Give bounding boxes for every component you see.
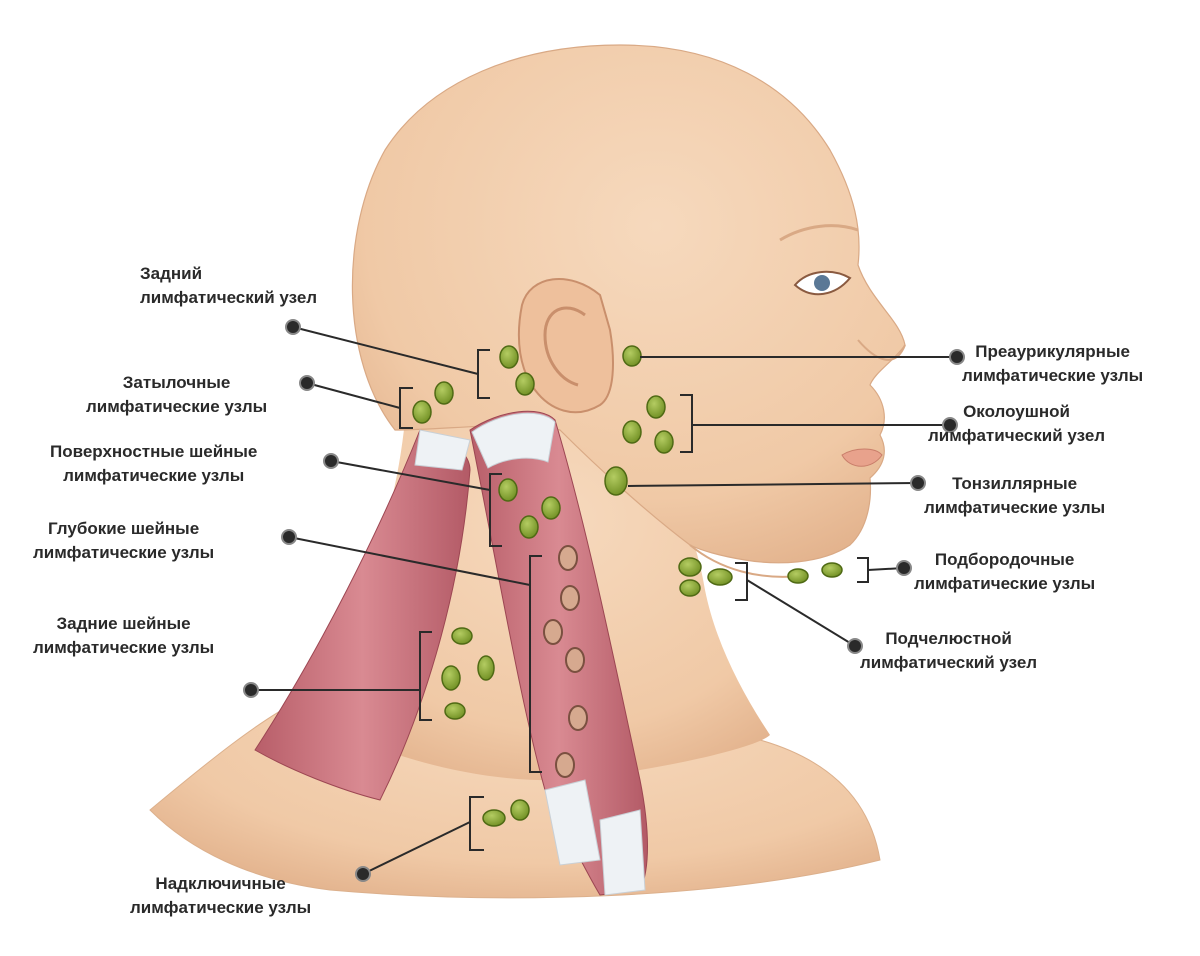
- trapezius-muscle: [254, 429, 471, 801]
- label-supraclavicular: Надключичные лимфатические узлы: [130, 872, 311, 920]
- label-deep-cervical-line2: лимфатические узлы: [33, 543, 215, 562]
- label-superficial-cervical-line2: лимфатические узлы: [63, 466, 245, 485]
- label-occipital-line2: лимфатические узлы: [86, 397, 268, 416]
- label-preauricular-line1: Преаурикулярные: [975, 342, 1130, 361]
- label-supraclavicular-line1: Надключичные: [155, 874, 286, 893]
- ear: [517, 278, 614, 414]
- label-preauricular: Преаурикулярные лимфатические узлы: [962, 340, 1143, 388]
- label-submandibular: Подчелюстной лимфатический узел: [860, 627, 1037, 675]
- label-posterior-node-line1: Задний: [140, 264, 203, 283]
- label-tonsillar-line2: лимфатические узлы: [924, 498, 1106, 517]
- nose: [857, 339, 906, 361]
- label-tonsillar: Тонзиллярные лимфатические узлы: [924, 472, 1105, 520]
- label-deep-cervical-line1: Глубокие шейные: [48, 519, 200, 538]
- label-posterior-node: Задний лимфатический узел: [140, 262, 317, 310]
- lips: [841, 448, 883, 467]
- label-occipital: Затылочные лимфатические узлы: [86, 371, 267, 419]
- label-tonsillar-line1: Тонзиллярные: [952, 474, 1078, 493]
- label-superficial-cervical-line1: Поверхностные шейные: [50, 442, 258, 461]
- label-parotid: Околоушной лимфатический узел: [928, 400, 1105, 448]
- lymph-nodes: [412, 345, 843, 827]
- ear-inner: [543, 306, 586, 387]
- label-posterior-cervical-line1: Задние шейные: [56, 614, 191, 633]
- label-posterior-cervical-line2: лимфатические узлы: [33, 638, 215, 657]
- sternocleidomastoid-muscle: [469, 410, 648, 896]
- label-posterior-node-line2: лимфатический узел: [140, 288, 318, 307]
- deep-cervical-nodes: [543, 545, 588, 778]
- label-submental: Подбородочные лимфатические узлы: [914, 548, 1095, 596]
- eyebrow: [779, 224, 859, 242]
- label-occipital-line1: Затылочные: [122, 373, 231, 392]
- label-supraclavicular-line2: лимфатические узлы: [130, 898, 312, 917]
- label-deep-cervical: Глубокие шейные лимфатические узлы: [33, 517, 214, 565]
- label-submental-line1: Подбородочные: [934, 550, 1075, 569]
- label-preauricular-line2: лимфатические узлы: [962, 366, 1144, 385]
- jaw-line: [689, 544, 801, 578]
- leader-dots: [243, 319, 965, 882]
- label-parotid-line1: Околоушной: [963, 402, 1071, 421]
- label-submandibular-line2: лимфатический узел: [860, 653, 1038, 672]
- label-superficial-cervical: Поверхностные шейные лимфатические узлы: [50, 440, 257, 488]
- label-posterior-cervical: Задние шейные лимфатические узлы: [33, 612, 214, 660]
- head: [351, 44, 906, 564]
- label-submental-line2: лимфатические узлы: [914, 574, 1096, 593]
- label-parotid-line2: лимфатический узел: [928, 426, 1106, 445]
- label-submandibular-line1: Подчелюстной: [885, 629, 1012, 648]
